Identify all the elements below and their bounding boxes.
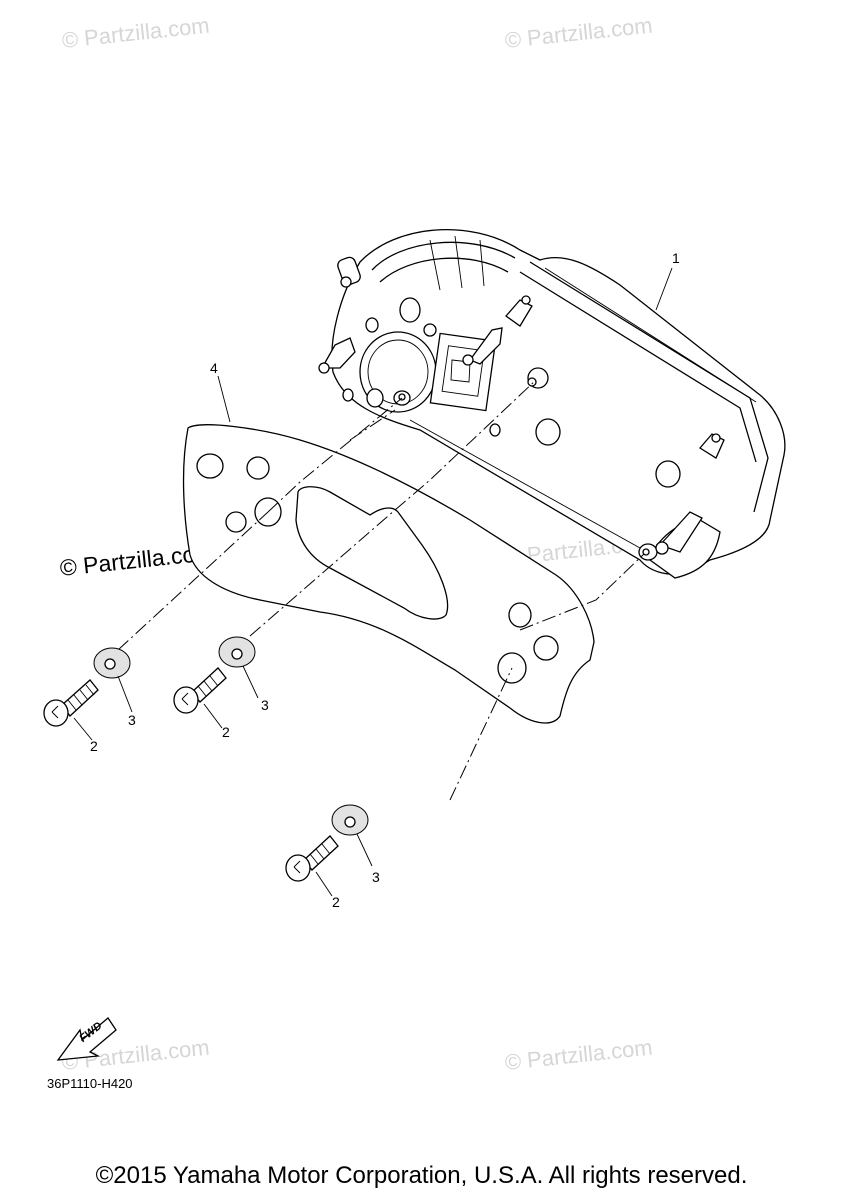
diagram-code: 36P1110-H420: [47, 1076, 133, 1091]
callout-part-2: 2: [90, 738, 98, 754]
washer: [331, 804, 369, 836]
washer: [93, 647, 131, 679]
bracket-plate: [182, 424, 595, 724]
callout-part-3: 3: [128, 712, 136, 728]
meter-assembly: [318, 228, 786, 579]
assembly-lines: [117, 379, 645, 801]
callout-part-3: 3: [372, 869, 380, 885]
leader-lines: [73, 267, 673, 897]
callout-part-4: 4: [210, 360, 218, 376]
screw: [43, 679, 99, 727]
callout-part-1: 1: [672, 250, 680, 266]
fwd-arrow-icon: FWD: [56, 1017, 117, 1061]
callout-part-2: 2: [332, 894, 340, 910]
callout-part-2: 2: [222, 724, 230, 740]
screw: [285, 835, 339, 882]
washer: [218, 636, 256, 668]
screw: [173, 667, 227, 714]
copyright-notice: ©2015 Yamaha Motor Corporation, U.S.A. A…: [95, 1162, 748, 1189]
callout-part-3: 3: [261, 697, 269, 713]
